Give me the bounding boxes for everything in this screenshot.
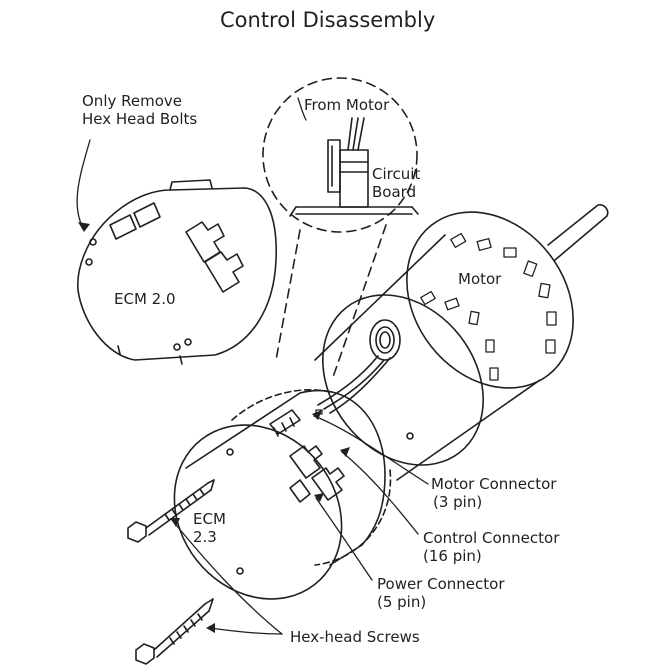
label-motor-connector: Motor Connector (3 pin) [431,475,556,511]
label-control-connector: Control Connector (16 pin) [423,529,559,565]
label-motor-connector-line2: (3 pin) [433,493,483,511]
label-control-connector-line1: Control Connector [423,529,560,547]
hex-head-screw-lower [135,598,214,665]
label-control-connector-line2: (16 pin) [423,547,482,565]
label-only-remove-line1: Only Remove [82,92,182,110]
hex-head-screw-upper [127,479,215,543]
label-motor: Motor [458,270,502,288]
motor-vent-slots [420,232,557,381]
label-ecm23-line2: 2.3 [193,528,217,546]
label-power-connector: Power Connector (5 pin) [377,575,505,611]
label-ecm20: ECM 2.0 [114,290,176,308]
motor-body [314,204,609,481]
diagram-title: Control Disassembly [220,8,436,32]
label-ecm23-line1: ECM [193,510,226,528]
label-circuit-board-line1: Circuit [372,165,421,183]
label-hex-head-screws: Hex-head Screws [290,628,420,646]
label-from-motor: From Motor [304,96,390,114]
label-ecm23: ECM 2.3 [193,510,226,546]
label-only-remove-line2: Hex Head Bolts [82,110,198,128]
label-circuit-board-line2: Board [372,183,417,201]
label-power-connector-line2: (5 pin) [377,593,427,611]
label-only-remove: Only Remove Hex Head Bolts [82,92,197,128]
leader-arrowheads [78,222,350,633]
label-circuit-board: Circuit Board [372,165,420,201]
circuit-board-callout [262,77,419,381]
label-motor-connector-line1: Motor Connector [431,475,557,493]
ecm23-control-body [173,389,392,600]
plug-tip [315,409,323,415]
label-power-connector-line1: Power Connector [377,575,505,593]
ecm20-control-body [77,179,277,365]
